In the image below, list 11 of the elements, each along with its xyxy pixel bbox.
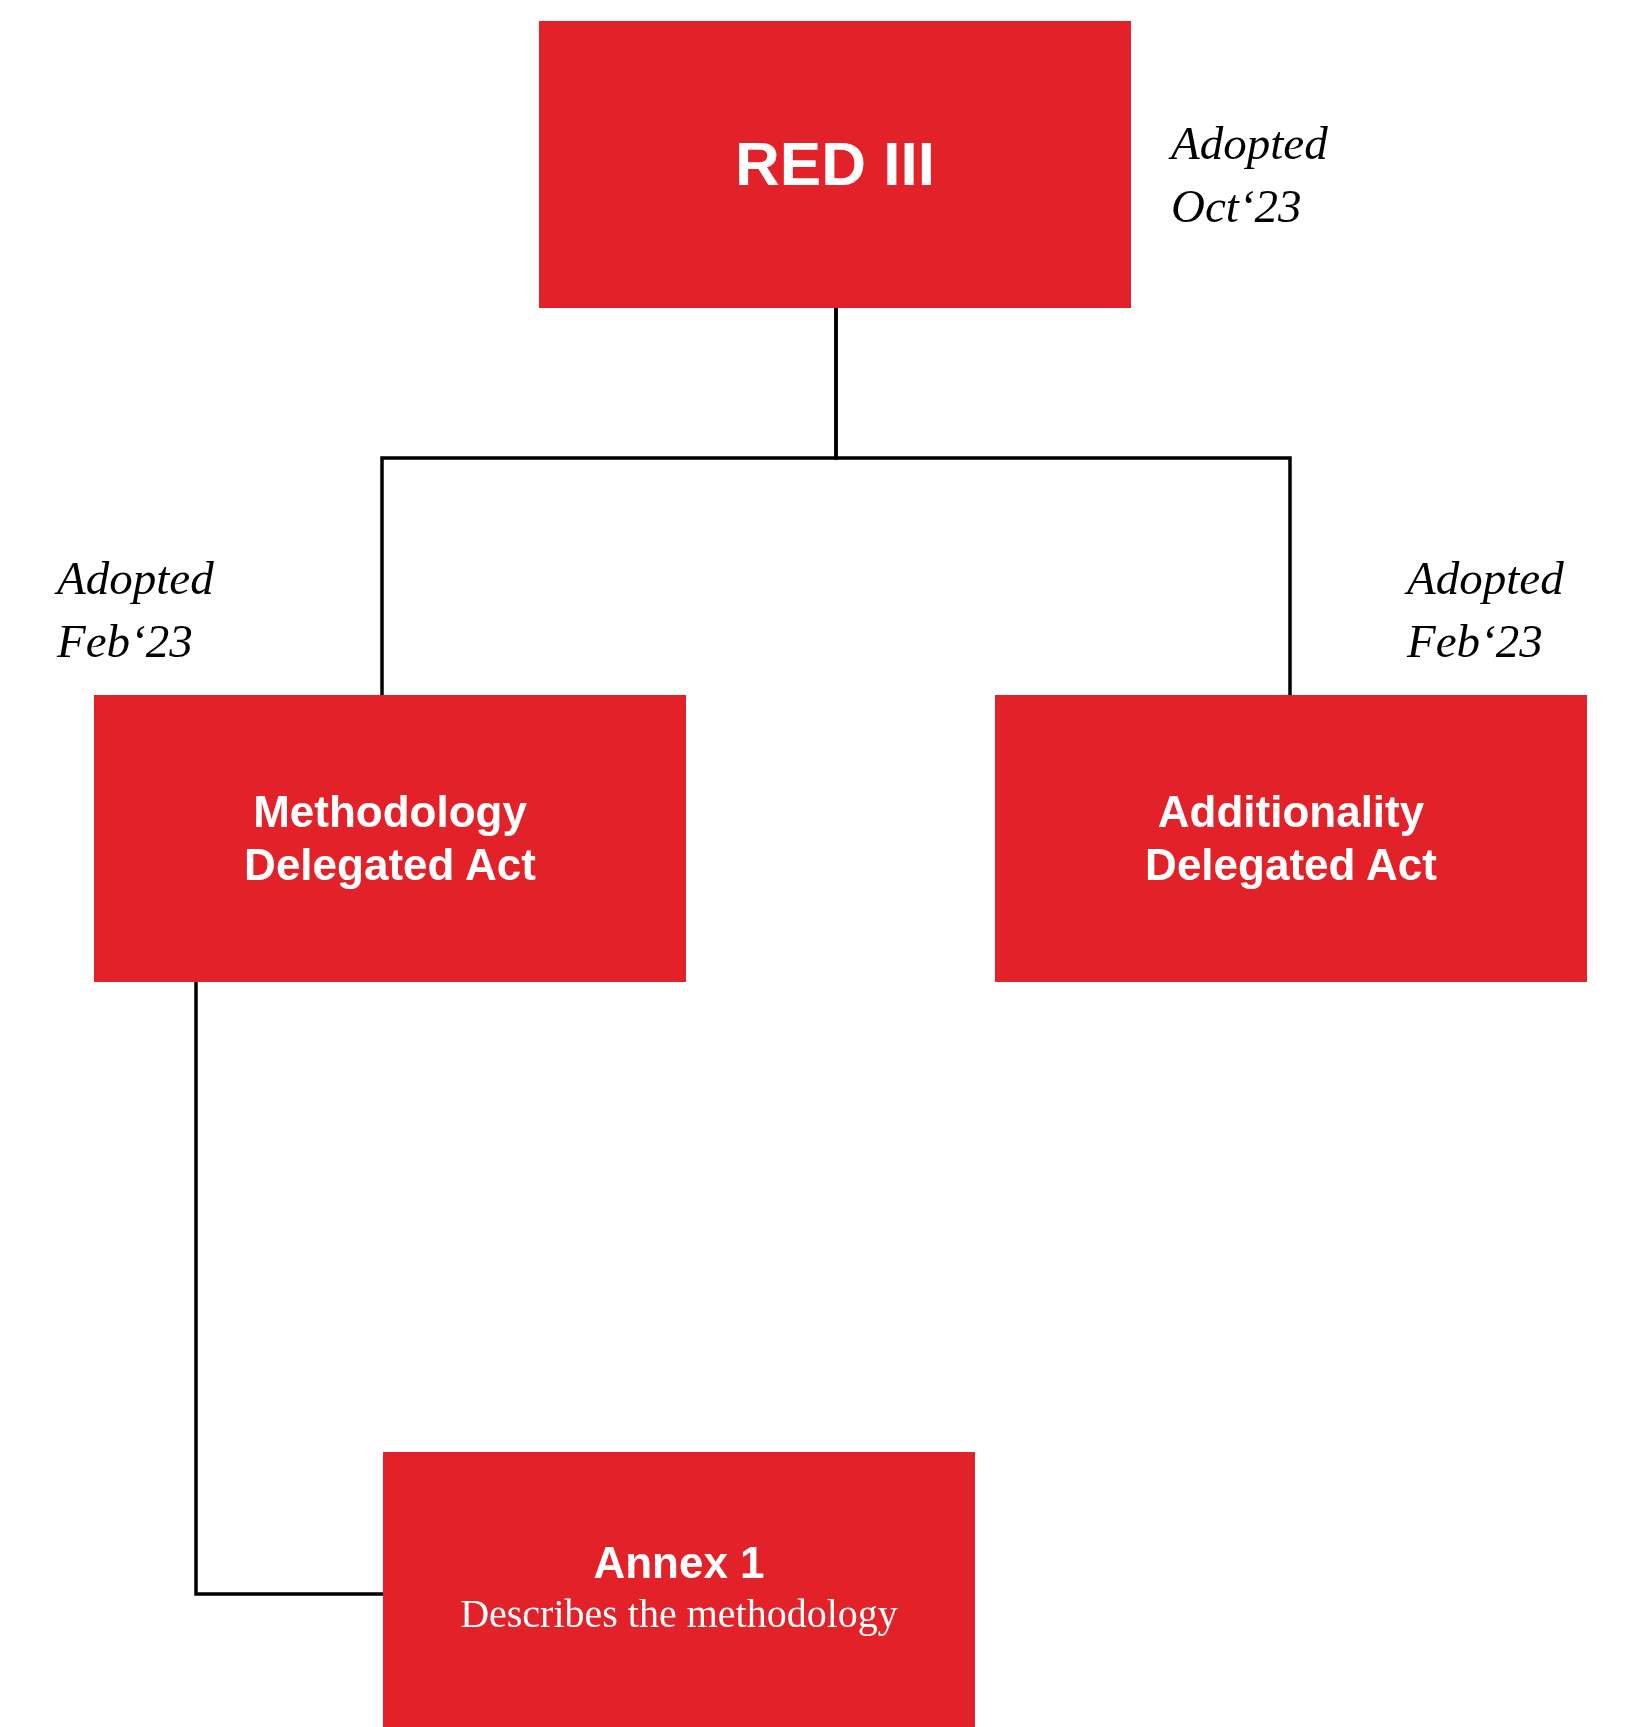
act-box	[995, 695, 1587, 982]
connector-line	[194, 982, 383, 1596]
box-description: Describes the methodology	[460, 1589, 898, 1637]
box-title: RED III	[735, 128, 935, 201]
box-title: Methodology Delegated Act	[243, 785, 537, 891]
box-title: Annex 1	[593, 1537, 765, 1589]
box-title: Additionality Delegated Act	[1144, 785, 1438, 891]
act-box	[94, 695, 686, 982]
act-box	[383, 1452, 975, 1727]
connector-line	[834, 308, 1292, 695]
act-box	[539, 21, 1131, 308]
